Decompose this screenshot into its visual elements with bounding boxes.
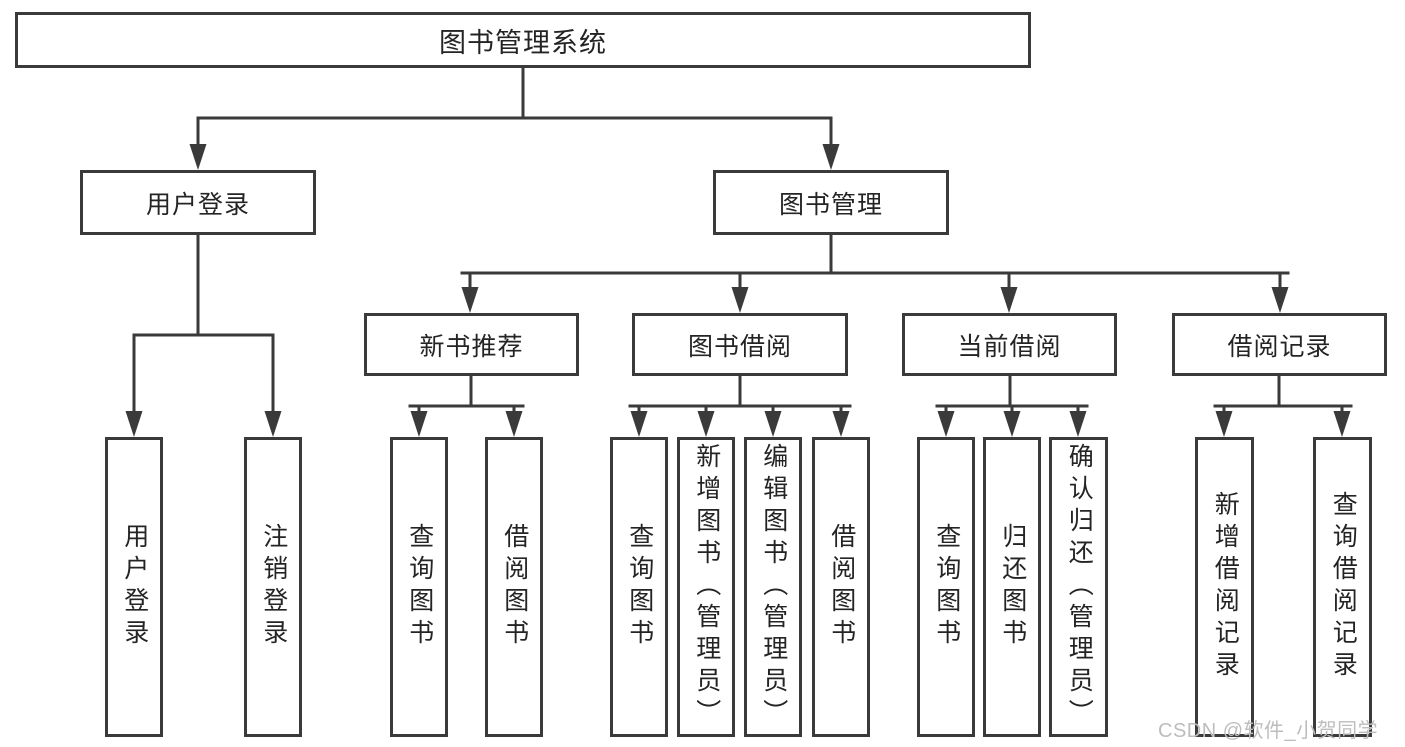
leaf-recommend-borrow-books: 借阅图书	[485, 437, 543, 737]
connector-root-to-level2	[189, 66, 840, 170]
connector-user-login-to-leaves	[125, 233, 282, 437]
connector-book-management-to-level3	[460, 233, 1290, 313]
section-new-book-recommend: 新书推荐	[364, 313, 579, 376]
connector-borrowing-records-to-leaves	[1213, 374, 1353, 437]
leaf-borrowing-add-books-admin: 新增图书（管理员）	[677, 437, 735, 737]
leaf-current-return-books: 归还图书	[983, 437, 1041, 737]
leaf-recommend-query-books: 查询图书	[390, 437, 448, 737]
section-borrowing-records: 借阅记录	[1172, 313, 1387, 376]
leaf-borrowing-borrow-books: 借阅图书	[812, 437, 870, 737]
root-node-library-system: 图书管理系统	[15, 12, 1031, 68]
leaf-records-query-record: 查询借阅记录	[1313, 437, 1372, 737]
leaf-borrowing-edit-books-admin: 编辑图书（管理员）	[744, 437, 802, 737]
watermark: CSDN @软件_小贺同学	[1158, 720, 1379, 742]
leaf-current-confirm-return-admin: 确认归还（管理员）	[1049, 437, 1108, 737]
leaf-records-add-record: 新增借阅记录	[1195, 437, 1254, 737]
section-book-borrowing: 图书借阅	[632, 313, 848, 376]
connector-new-book-recommend-to-leaves	[408, 374, 525, 437]
connector-current-borrowing-to-leaves	[935, 374, 1089, 437]
leaf-borrowing-query-books: 查询图书	[610, 437, 668, 737]
section-current-borrowing: 当前借阅	[902, 313, 1117, 376]
leaf-current-query-books: 查询图书	[917, 437, 975, 737]
leaf-user-login: 用户登录	[105, 437, 163, 737]
branch-book-management: 图书管理	[713, 170, 949, 235]
leaf-logout: 注销登录	[244, 437, 302, 737]
branch-user-login: 用户登录	[80, 170, 316, 235]
connector-book-borrowing-to-leaves	[628, 374, 852, 437]
